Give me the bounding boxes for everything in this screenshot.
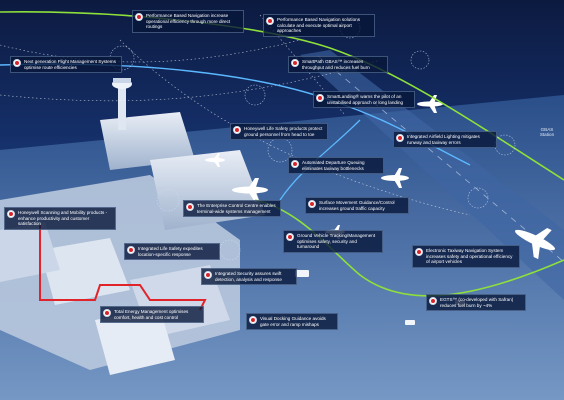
honeywell-marker-icon xyxy=(396,134,404,142)
runway-centerline xyxy=(317,55,564,263)
honeywell-marker-icon xyxy=(249,316,257,324)
honeywell-marker-icon xyxy=(291,59,299,67)
callout-smartpath-gbas: SmartPath GBAS™ increases throughput and… xyxy=(288,56,388,74)
callout-integrated-life-safety: Integrated Life Safety expedites locatio… xyxy=(124,243,220,261)
honeywell-marker-icon xyxy=(266,17,274,25)
callout-surface-movement-guidance: Surface Movement Guidance/Control increa… xyxy=(305,197,409,215)
honeywell-marker-icon xyxy=(286,233,294,241)
callout-visual-docking-guidance: Visual Docking Guidance avoids gate erro… xyxy=(246,313,338,331)
honeywell-marker-icon xyxy=(103,309,111,317)
green-taxi-path xyxy=(254,199,564,297)
honeywell-marker-icon xyxy=(429,297,437,305)
aircraft xyxy=(381,168,409,188)
aircraft xyxy=(232,178,268,202)
honeywell-marker-icon xyxy=(291,160,299,168)
honeywell-marker-icon xyxy=(7,210,15,218)
callout-airfield-lighting: Integrated Airfield Lighting mitigates r… xyxy=(393,131,497,149)
callout-flight-management-systems: Next generation Flight Management System… xyxy=(10,56,122,74)
honeywell-marker-icon xyxy=(13,59,21,67)
callout-electronic-taxiway-navigation: Electronic Taxiway Navigation System inc… xyxy=(412,245,520,268)
aircraft xyxy=(417,95,443,113)
callout-integrated-security: Integrated Security assures swift detect… xyxy=(201,268,297,286)
honeywell-marker-icon xyxy=(135,13,143,21)
callout-ground-vehicle-tracking: Ground Vehicle Tracking/Management optim… xyxy=(283,230,383,253)
callout-scanning-and-mobility: Honeywell Scanning and Mobility products… xyxy=(4,207,116,230)
honeywell-marker-icon xyxy=(415,248,423,256)
runway xyxy=(300,50,564,300)
honeywell-marker-icon xyxy=(186,203,194,211)
honeywell-marker-icon xyxy=(204,271,212,279)
gbas-station-line1: GBAS xyxy=(540,127,554,132)
control-tower xyxy=(112,78,132,130)
callout-performance-based-navigation-approaches: Performance Based Navigation solutions c… xyxy=(263,14,375,37)
callout-enterprise-control-centre: The Enterprise Control Centre enables te… xyxy=(183,200,281,218)
callout-life-safety-products: Honeywell Life Safety products protect g… xyxy=(230,123,328,141)
callout-egts: EGTS™ (co-developed with Safran) reduces… xyxy=(426,294,526,312)
callout-total-energy-management: Total Energy Management optimises comfor… xyxy=(100,306,204,324)
aircraft xyxy=(514,228,556,260)
callout-smartlanding: SmartLanding® warns the pilot of an unst… xyxy=(313,91,415,109)
callout-departure-queuing: Automated Departure Queuing eliminates t… xyxy=(288,157,384,175)
honeywell-marker-icon xyxy=(127,246,135,254)
honeywell-marker-icon xyxy=(316,94,324,102)
honeywell-marker-icon xyxy=(233,126,241,134)
honeywell-marker-icon xyxy=(308,200,316,208)
red-security-path xyxy=(39,225,207,311)
aircraft xyxy=(205,153,225,167)
green-route-path xyxy=(0,11,564,181)
gbas-station-sign: GBAS Station xyxy=(536,127,558,138)
callout-performance-based-navigation-routings: Performance Based Navigation increase op… xyxy=(132,10,244,33)
gbas-station-line2: Station xyxy=(539,132,555,138)
